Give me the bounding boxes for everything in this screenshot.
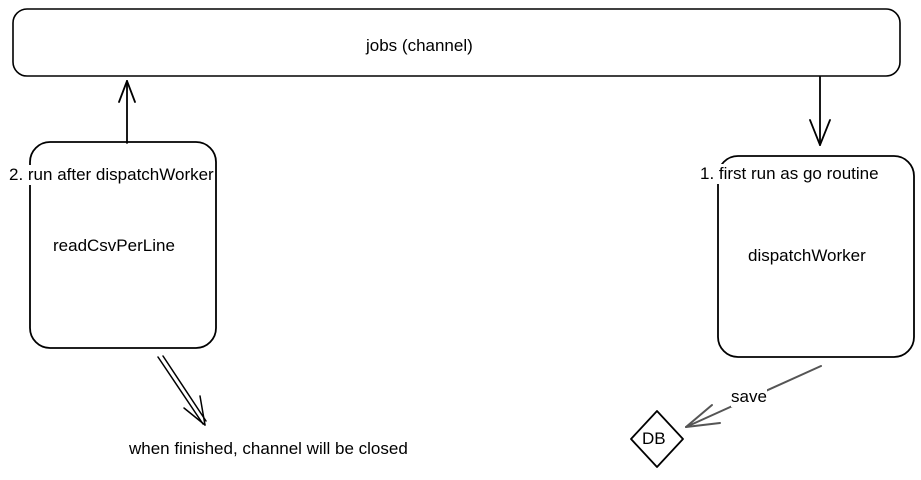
- edge-label-first-run: 1. first run as go routine: [700, 164, 879, 184]
- arrow-read-to-jobs: [118, 80, 136, 144]
- arrow-jobs-to-dispatch: [809, 76, 831, 146]
- jobs-channel-box[interactable]: [12, 8, 901, 77]
- jobs-channel-label: jobs (channel): [366, 36, 473, 55]
- db-diamond[interactable]: [630, 410, 684, 468]
- arrow-read-to-finished: [157, 355, 207, 426]
- dispatch-worker-box[interactable]: [717, 155, 915, 358]
- edge-label-save: save: [731, 387, 767, 407]
- dispatch-worker-label: dispatchWorker: [748, 246, 866, 265]
- read-csv-label: readCsvPerLine: [53, 236, 175, 255]
- finished-note: when finished, channel will be closed: [129, 439, 408, 458]
- edge-label-run-after: 2. run after dispatchWorker: [9, 165, 214, 185]
- db-label: DB: [642, 429, 666, 448]
- read-csv-box[interactable]: [29, 141, 217, 349]
